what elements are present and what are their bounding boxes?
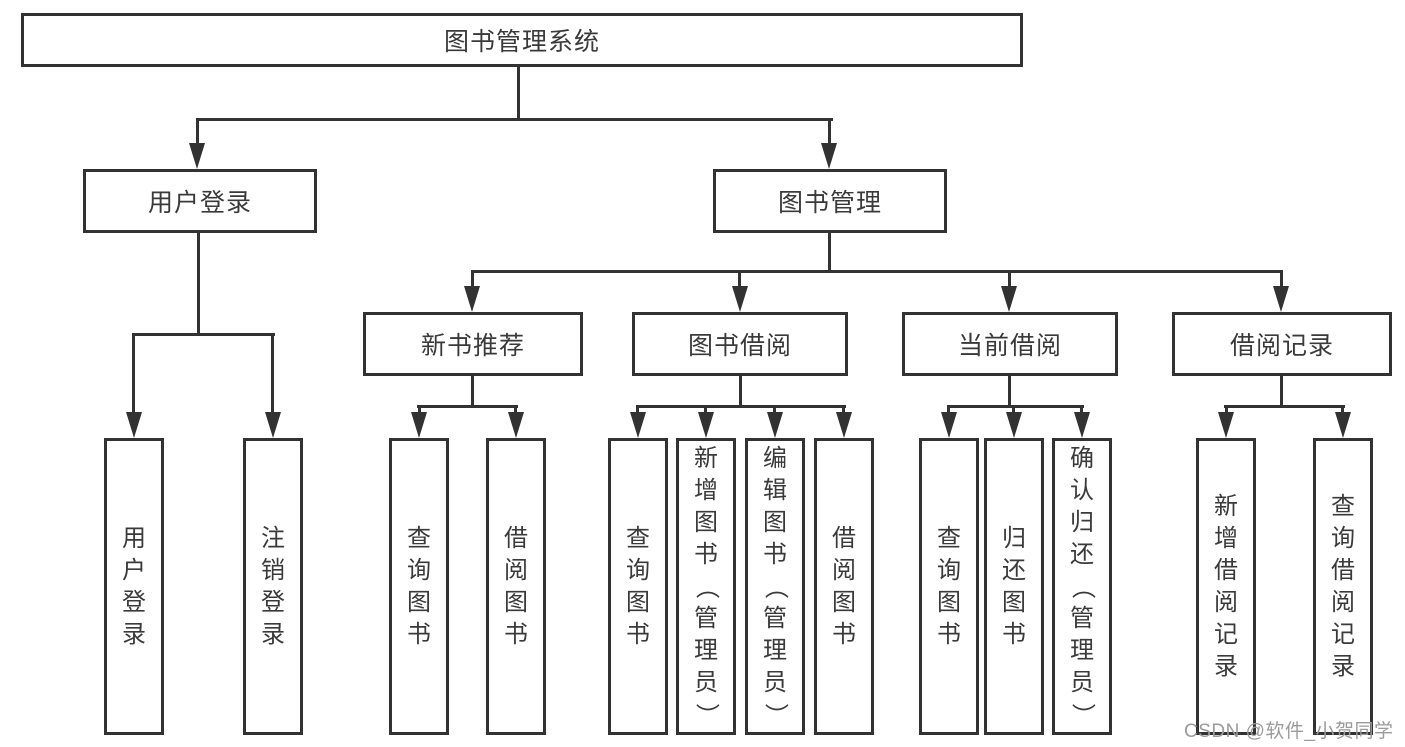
- connector-line: [1224, 405, 1345, 408]
- arrow-down-icon: [821, 143, 837, 169]
- arrow-down-icon: [1006, 412, 1022, 438]
- arrow-down-icon: [1074, 412, 1090, 438]
- leaf-edit-books-admin: 编辑图书（管理员）: [745, 438, 805, 735]
- arrow-down-icon: [767, 412, 783, 438]
- connector-line: [514, 405, 517, 414]
- connector-line: [1012, 405, 1015, 414]
- watermark-text: CSDN @软件_小贺同学: [1184, 721, 1394, 742]
- arrow-down-icon: [126, 412, 142, 438]
- node-borrowing-records: 借阅记录: [1172, 312, 1392, 376]
- connector-line: [471, 375, 474, 407]
- arrow-down-icon: [508, 412, 524, 438]
- node-book-borrowing: 图书借阅: [632, 312, 848, 376]
- leaf-user-login-label: 用户登录: [122, 524, 146, 648]
- arrow-down-icon: [732, 286, 748, 312]
- connector-line: [947, 405, 1084, 408]
- connector-line: [704, 405, 707, 414]
- node-borrowing-records-label: 借阅记录: [1229, 332, 1334, 360]
- leaf-borrow-books-recommend: 借阅图书: [486, 438, 546, 735]
- connector-line: [471, 270, 474, 290]
- node-user-login: 用户登录: [83, 169, 317, 233]
- arrow-down-icon: [265, 412, 281, 438]
- leaf-query-books-recommend: 查询图书: [389, 438, 449, 735]
- arrow-down-icon: [1335, 412, 1351, 438]
- leaf-borrow-books-label: 借阅图书: [832, 524, 856, 648]
- node-new-book-recommendation: 新书推荐: [363, 312, 583, 376]
- leaf-confirm-return-admin-label: 确认归还（管理员）: [1069, 444, 1096, 727]
- connector-line: [842, 405, 845, 414]
- leaf-query-books-current-label: 查询图书: [937, 524, 961, 648]
- leaf-query-books-borrowing: 查询图书: [608, 438, 668, 735]
- leaf-query-borrow-record-label: 查询借阅记录: [1331, 492, 1355, 680]
- arrow-down-icon: [1001, 286, 1017, 312]
- arrow-down-icon: [941, 412, 957, 438]
- connector-line: [636, 405, 846, 408]
- connector-line: [1008, 270, 1011, 290]
- connector-line: [271, 333, 274, 414]
- connector-line: [132, 333, 275, 336]
- leaf-edit-books-admin-label: 编辑图书（管理员）: [762, 444, 789, 727]
- leaf-add-books-admin: 新增图书（管理员）: [676, 438, 736, 735]
- connector-line: [1225, 405, 1228, 414]
- node-user-login-label: 用户登录: [147, 189, 252, 217]
- arrow-down-icon: [464, 286, 480, 312]
- connector-line: [418, 405, 421, 414]
- leaf-query-books-borrowing-label: 查询图书: [626, 524, 650, 648]
- arrow-down-icon: [630, 412, 646, 438]
- connector-line: [132, 333, 135, 414]
- connector-line: [417, 405, 518, 408]
- connector-line: [1280, 375, 1283, 407]
- connector-line: [1008, 375, 1011, 407]
- connector-line: [196, 118, 199, 146]
- connector-line: [947, 405, 950, 414]
- leaf-return-books-label: 归还图书: [1002, 524, 1026, 648]
- connector-line: [196, 118, 833, 121]
- node-current-borrowing-label: 当前借阅: [957, 332, 1062, 360]
- leaf-add-borrow-record-label: 新增借阅记录: [1214, 492, 1238, 680]
- leaf-query-books-current: 查询图书: [919, 438, 979, 735]
- connector-line: [1341, 405, 1344, 414]
- leaf-logout: 注销登录: [243, 438, 303, 735]
- arrow-down-icon: [411, 412, 427, 438]
- node-book-borrowing-label: 图书借阅: [687, 332, 792, 360]
- connector-line: [828, 233, 831, 273]
- leaf-confirm-return-admin: 确认归还（管理员）: [1052, 438, 1112, 735]
- node-current-borrowing: 当前借阅: [902, 312, 1118, 376]
- leaf-add-borrow-record: 新增借阅记录: [1196, 438, 1256, 735]
- connector-line: [1280, 270, 1283, 290]
- leaf-borrow-books-recommend-label: 借阅图书: [504, 524, 528, 648]
- connector-line: [636, 405, 639, 414]
- leaf-return-books: 归还图书: [984, 438, 1044, 735]
- connector-line: [738, 270, 741, 290]
- leaf-logout-label: 注销登录: [261, 524, 285, 648]
- connector-line: [1080, 405, 1083, 414]
- leaf-query-borrow-record: 查询借阅记录: [1313, 438, 1373, 735]
- leaf-borrow-books: 借阅图书: [814, 438, 874, 735]
- connector-line: [828, 118, 831, 146]
- arrow-down-icon: [1218, 412, 1234, 438]
- arrow-down-icon: [698, 412, 714, 438]
- leaf-add-books-admin-label: 新增图书（管理员）: [693, 444, 720, 727]
- node-root: 图书管理系统: [21, 13, 1023, 67]
- connector-line: [773, 405, 776, 414]
- connector-line: [197, 233, 200, 335]
- node-root-label: 图书管理系统: [443, 28, 600, 56]
- leaf-query-books-recommend-label: 查询图书: [407, 524, 431, 648]
- connector-line: [517, 65, 520, 120]
- node-book-management-label: 图书管理: [777, 189, 882, 217]
- arrow-down-icon: [1273, 286, 1289, 312]
- connector-line: [471, 270, 1283, 273]
- arrow-down-icon: [836, 412, 852, 438]
- node-new-book-recommendation-label: 新书推荐: [420, 332, 525, 360]
- arrow-down-icon: [189, 143, 205, 169]
- leaf-user-login: 用户登录: [104, 438, 164, 735]
- connector-line: [739, 375, 742, 407]
- node-book-management: 图书管理: [713, 169, 947, 233]
